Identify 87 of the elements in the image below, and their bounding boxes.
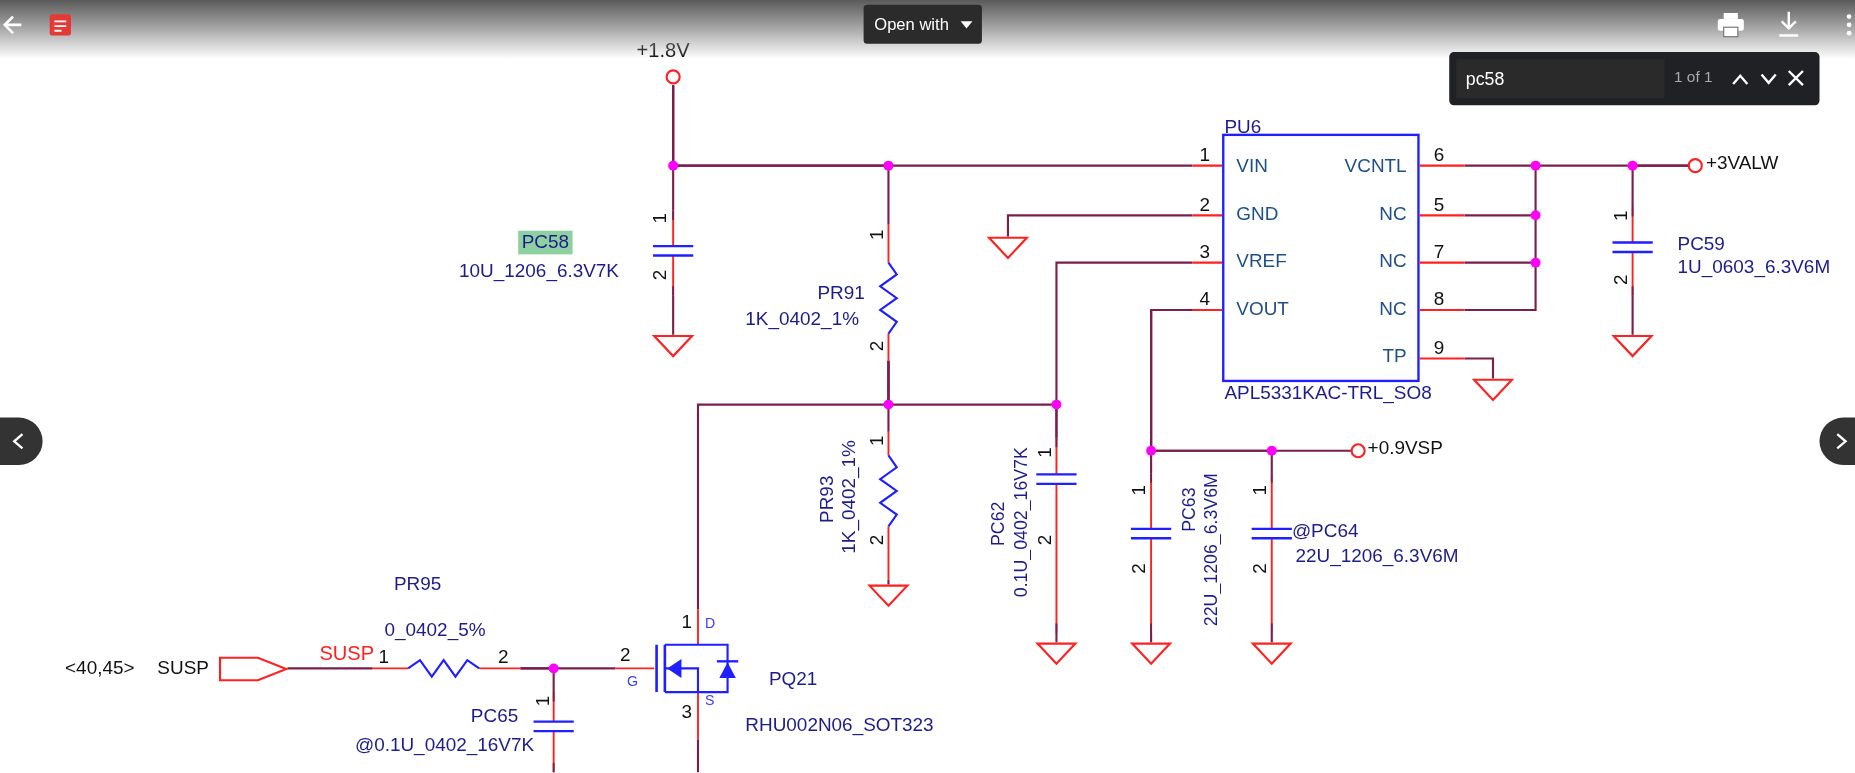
pin-number: 1 [867,229,887,241]
component-value: 0_0402_5% [384,621,486,640]
pin-number: 4 [1199,289,1211,309]
pin-number: 5 [1433,195,1445,215]
pin-number: 1 [1611,210,1631,222]
pin-number: 1 [867,435,887,446]
pin-name: NC [1379,252,1407,271]
wire [672,85,1193,167]
pin-number: 2 [1129,563,1149,574]
component-label: PC59 [1677,234,1725,254]
pin-number: 1 [681,612,692,632]
pin-number: 9 [1433,338,1445,358]
component-label: PC65 [470,706,519,726]
component-value: 1K_0402_1% [745,309,859,329]
pin-number: 6 [1433,145,1445,165]
component-value: APL5331KAC-TRL_SO8 [1224,383,1432,403]
pin-name: VIN [1236,156,1268,176]
pin-name: VCNTL [1344,156,1407,176]
pin-name: VREF [1236,252,1287,271]
wire [696,360,890,610]
net-label: SUSP [319,643,375,664]
pin-number: 1 [650,212,670,224]
wire [1631,295,1634,335]
component-label: +1.8V [636,40,690,61]
wire [520,667,555,693]
wire [1055,632,1058,643]
wire [887,579,890,585]
component-label: PR95 [393,574,442,594]
wire [1150,632,1153,643]
pin-name: GND [1236,204,1279,224]
pin-number: 2 [650,269,670,281]
component-label: PR93 [817,475,837,523]
component-value: RHU002N06_SOT323 [745,715,934,735]
component-label: PC63 [1179,487,1198,532]
pin-number: 1 [1250,485,1270,496]
pin-number: 1 [533,695,553,707]
wire [696,739,700,773]
component-value: 22U_1206_6.3V6M [1201,473,1220,627]
pin-number: 1 [1035,447,1055,458]
pin-number: 2 [1250,563,1270,574]
pin-number: S [705,693,715,708]
component-label: PC62 [989,501,1007,546]
pin-number: 8 [1433,289,1445,309]
component-value: 0.1U_0402_16V7K [1011,447,1030,598]
component-label: PR91 [817,283,865,303]
pin-number: 2 [1199,195,1211,215]
pin-number: 2 [1611,274,1631,285]
component-value: SUSP [157,658,209,678]
open-with-button: Open with [863,4,982,44]
wire [1631,164,1689,208]
wire [287,667,373,670]
pin-number: 3 [1199,242,1211,262]
pin-number: 2 [619,645,631,665]
pin-number: 7 [1433,242,1445,262]
match-count: 1 of 1 [1674,68,1713,84]
wire [1270,632,1273,643]
pin-number: D [705,616,716,631]
search-field: pc58 [1456,59,1665,99]
component-value: @0.1U_0402_16V7K [354,735,535,755]
pin-number: 3 [681,702,692,722]
pin-number: 2 [1035,534,1055,546]
component-value: 22U_1206_6.3V6M [1295,546,1459,566]
component-label: PC58 [518,230,573,255]
pin-number: 2 [867,340,887,352]
component-value: 1K_0402_1% [839,440,859,554]
component-label: +0.9VSP [1367,438,1443,458]
component-value: 1U_0603_6.3V6M [1677,257,1831,277]
component-value: 10U_1206_6.3V7K [459,261,619,281]
component-label: <40,45> [65,658,135,678]
pin-number: 2 [498,647,509,667]
pin-number: G [627,674,639,689]
component-label: +3VALW [1705,153,1779,173]
wire [1006,214,1193,237]
component-label: PQ21 [769,669,818,689]
pin-name: TP [1382,346,1407,366]
pin-name: VOUT [1236,299,1289,319]
pin-number: 1 [378,647,390,667]
pin-number: 1 [1129,485,1149,496]
component-label: PU6 [1224,117,1262,137]
pin-number: 1 [1199,145,1211,165]
component-label: @PC64 [1291,521,1359,541]
pin-name: NC [1379,299,1407,319]
wire [1150,308,1352,452]
pin-number: 2 [867,534,887,546]
pin-name: NC [1379,204,1407,224]
wire [1464,357,1495,379]
wire [672,295,675,335]
